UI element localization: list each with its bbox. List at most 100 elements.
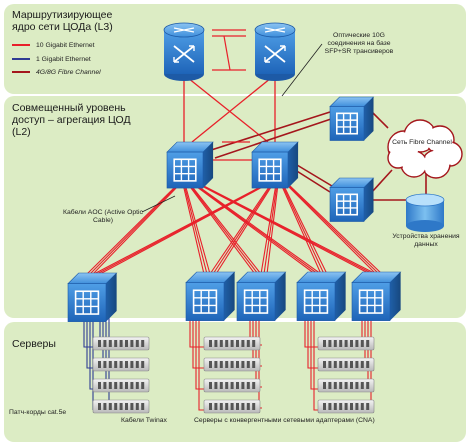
server-link [198,316,205,411]
aggregation-link [215,183,274,275]
server-1-1 [92,336,150,351]
link [291,161,333,187]
aggregation-link [209,183,272,275]
access-switch-4 [296,271,347,321]
server-drive [230,361,234,368]
server-drive [344,403,348,410]
router-icon [264,45,286,63]
storage-bottom [406,220,444,232]
server-drive [114,361,118,368]
server-drive [98,340,101,347]
legend-1g: 1 Gigabit Ethernet [12,54,91,64]
server-drive [350,403,353,410]
aggregation-link [97,183,269,276]
server-drive [119,382,123,389]
legend-1g-label: 1 Gigabit Ethernet [36,55,91,63]
aggregation-link [184,183,211,275]
server-drive [323,340,326,347]
server-drive [130,382,134,389]
access-switch-3 [236,271,287,321]
switch-icon [243,289,269,314]
legend-10g-label: 10 Gigabit Ethernet [36,41,95,49]
server-drive [366,403,370,410]
aggregation-link [85,183,179,276]
server-1-2 [92,357,150,372]
server-drive [236,361,239,368]
server-1-4 [92,399,150,414]
switch-front [329,106,365,141]
switch-side [275,272,286,321]
legend-fc: 4G/8G Fibre Channel [12,67,101,77]
server-drive [119,403,123,410]
server-drive [114,382,118,389]
server-drive [236,340,239,347]
server-drive [360,382,364,389]
switch-front [296,282,336,321]
switch-icon [192,289,218,314]
cna-servers-label: Серверы с конвергентными сетевыми адапте… [194,417,375,424]
server-drive [246,361,250,368]
aggregation-link [263,183,278,275]
server-drive [130,403,134,410]
server-drive [246,403,250,410]
core-title: Маршрутизирующее ядро сети ЦОДа (L3) [12,9,113,34]
servers-title: Серверы [12,338,56,350]
link [371,111,389,129]
server-link [86,316,93,369]
link [191,77,272,143]
link [214,117,335,159]
optical-links-note: Оптические 10G соединения на базе SFP+SR… [324,32,394,55]
aggregation-link [193,183,319,275]
switch-side [203,142,214,189]
twinax-label: Кабели Twinax [121,417,167,424]
link [291,167,331,193]
switch-icon [303,289,329,314]
server-drive [219,361,223,368]
aggregation-link [260,183,277,275]
server-drive [135,340,139,347]
switch-side [288,142,299,189]
server-drive [141,403,145,410]
server-3-4 [317,399,375,414]
server-link [313,316,318,411]
server-link [192,316,205,369]
server-drive [135,382,139,389]
aggregation-link [282,183,328,275]
server-drive [339,361,343,368]
server-2-1 [203,336,261,351]
storage-array [405,193,445,232]
server-3-3 [317,378,375,393]
server-drive [209,382,212,389]
link [187,77,269,143]
server-drive [339,382,343,389]
server-drive [360,340,364,347]
server-drive [130,340,134,347]
cloud-fill [423,151,449,177]
server-drive [103,382,107,389]
server-drive [333,382,337,389]
server-drive [214,403,218,410]
aggregation-link [88,183,180,276]
server-drive [366,382,370,389]
server-drive [108,340,112,347]
server-drive [350,361,353,368]
server-drive [333,340,337,347]
server-drive [236,403,239,410]
server-drive [241,340,245,347]
router-arrows [264,27,286,33]
aggregation-link [212,183,273,275]
switch-icon [358,289,384,314]
server-drive [252,340,256,347]
optical-note-pointer [281,43,323,97]
server-drive [135,403,139,410]
link [371,169,393,193]
server-drive [252,382,256,389]
access-switch-5 [351,271,402,321]
aggregation-link [183,183,208,275]
server-drive [230,403,234,410]
core-router-1 [163,22,205,81]
server-drive [230,340,234,347]
fc-switch-2 [329,177,375,222]
fc-switch-1 [329,96,375,141]
